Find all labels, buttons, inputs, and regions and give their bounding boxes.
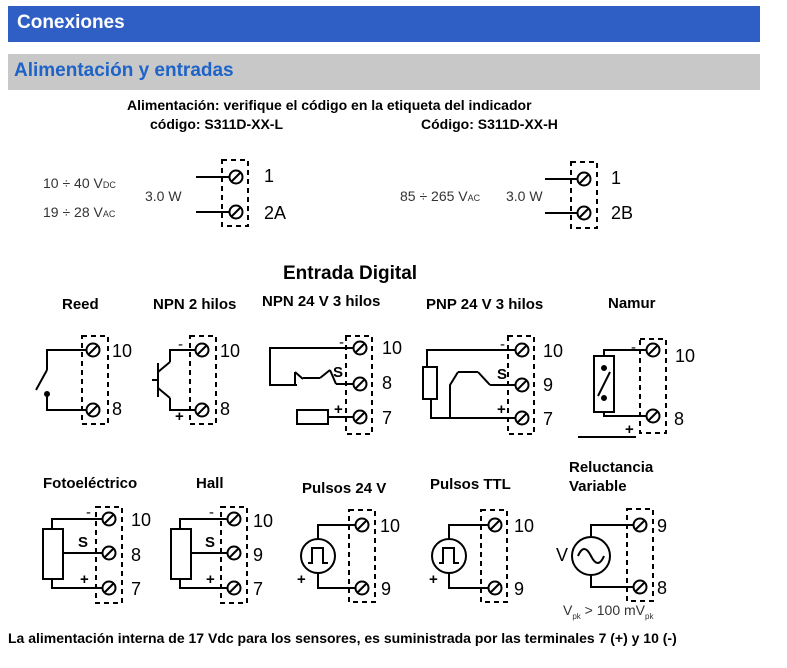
- foto-t7: 7: [131, 579, 142, 599]
- header-bar: Conexiones: [8, 6, 760, 42]
- rel-label-1: Reluctancia: [569, 459, 654, 476]
- rel-condition: Vpk > 100 mVpk: [563, 602, 654, 621]
- hall-diagram: [170, 506, 248, 604]
- npn3-label: NPN 24 V 3 hilos: [262, 293, 381, 310]
- ttl-label: Pulsos TTL: [430, 476, 511, 493]
- power-left-diagram: [196, 159, 249, 227]
- npn2-t8: 8: [220, 399, 231, 419]
- range-ac-right: 85 ÷ 265 VAC: [400, 188, 481, 204]
- rel-t9: 9: [657, 516, 668, 536]
- rel-t8: 8: [657, 578, 668, 598]
- ttl-diagram: [431, 509, 508, 603]
- namur-label: Namur: [608, 295, 656, 312]
- section-title: Alimentación y entradas: [14, 60, 234, 81]
- p24-diagram: [300, 509, 376, 603]
- foto-diagram: [42, 506, 123, 604]
- rel-v-label: V: [556, 545, 569, 565]
- foto-minus: -: [86, 504, 91, 521]
- power-note: Alimentación: verifique el código en la …: [127, 97, 532, 113]
- rel-diagram: [571, 508, 654, 602]
- rel-label-2: Variable: [569, 478, 627, 495]
- pnp3-minus: -: [500, 336, 505, 353]
- npn3-t10: 10: [382, 338, 403, 358]
- hall-label: Hall: [196, 475, 224, 492]
- npn2-minus: -: [178, 336, 183, 353]
- hall-minus: -: [209, 504, 214, 521]
- reed-t8: 8: [112, 399, 123, 419]
- npn2-plus: +: [175, 408, 184, 425]
- namur-t8: 8: [674, 409, 685, 429]
- p24-plus: +: [297, 571, 306, 588]
- ttl-t9: 9: [514, 579, 525, 599]
- ttl-plus: +: [429, 571, 438, 588]
- pnp3-t7: 7: [543, 409, 554, 429]
- range-dc-left: 10 ÷ 40 VDC: [43, 175, 116, 191]
- p24-t9: 9: [381, 579, 392, 599]
- section-bar: Alimentación y entradas: [8, 54, 760, 90]
- hall-plus: +: [206, 571, 215, 588]
- namur-t10: 10: [675, 346, 696, 366]
- power-left: 3.0 W: [145, 188, 182, 204]
- namur-minus: -: [631, 339, 636, 356]
- reed-diagram: [35, 335, 109, 425]
- power-right-diagram: [545, 161, 598, 229]
- npn3-s: S: [333, 364, 344, 381]
- foto-label: Fotoeléctrico: [43, 475, 138, 492]
- foto-s: S: [78, 534, 89, 551]
- footer-note: La alimentación interna de 17 Vdc para l…: [8, 630, 677, 646]
- pnp3-label: PNP 24 V 3 hilos: [426, 296, 544, 313]
- code-right: Código: S311D-XX-H: [421, 116, 558, 132]
- namur-plus: +: [625, 421, 634, 438]
- pnp3-plus: +: [497, 401, 506, 418]
- header-title: Conexiones: [17, 12, 125, 33]
- hall-t10: 10: [253, 511, 274, 531]
- npn2-diagram: [152, 335, 217, 425]
- terminal-1-right: 1: [611, 168, 622, 188]
- digital-title: Entrada Digital: [283, 263, 418, 284]
- pnp3-diagram: [422, 335, 535, 435]
- npn3-minus: -: [339, 334, 344, 351]
- terminal-2a: 2A: [264, 203, 287, 223]
- pnp3-t9: 9: [543, 375, 554, 395]
- namur-diagram: [578, 338, 667, 438]
- pnp3-t10: 10: [543, 341, 564, 361]
- power-right: 3.0 W: [506, 188, 543, 204]
- npn3-diagram: [269, 335, 373, 435]
- code-left: código: S311D-XX-L: [150, 116, 284, 132]
- npn3-t8: 8: [382, 373, 393, 393]
- foto-t8: 8: [131, 545, 142, 565]
- pnp3-s: S: [497, 366, 508, 383]
- npn3-plus: +: [334, 401, 343, 418]
- hall-t7: 7: [253, 579, 264, 599]
- hall-s: S: [205, 534, 216, 551]
- terminal-1-left: 1: [264, 166, 275, 186]
- foto-t10: 10: [131, 510, 152, 530]
- npn3-t7: 7: [382, 408, 393, 428]
- hall-t9: 9: [253, 545, 264, 565]
- range-ac-left: 19 ÷ 28 VAC: [43, 204, 116, 220]
- p24-label: Pulsos 24 V: [302, 480, 387, 497]
- reed-t10: 10: [112, 341, 133, 361]
- ttl-t10: 10: [514, 516, 535, 536]
- npn2-label: NPN 2 hilos: [153, 296, 237, 313]
- foto-plus: +: [80, 571, 89, 588]
- terminal-2b: 2B: [611, 203, 634, 223]
- p24-t10: 10: [380, 516, 401, 536]
- reed-label: Reed: [62, 296, 99, 313]
- npn2-t10: 10: [220, 341, 241, 361]
